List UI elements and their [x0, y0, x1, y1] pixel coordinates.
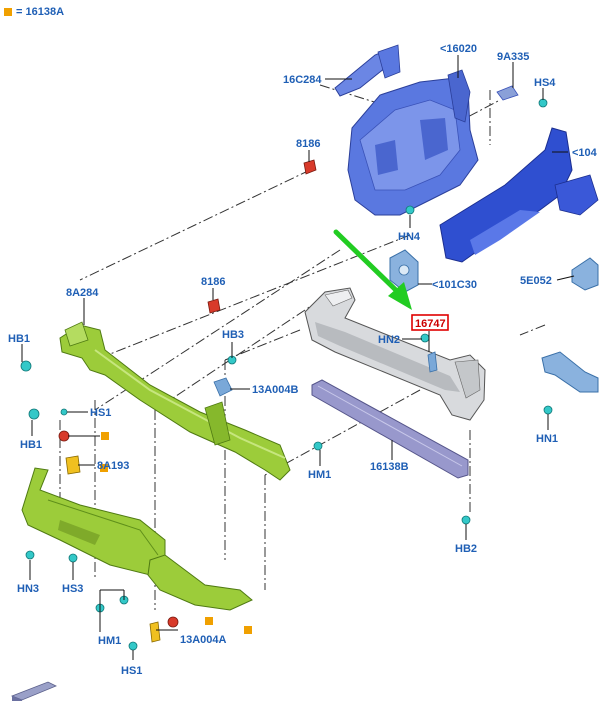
legend: = 16138A — [4, 6, 64, 18]
label-hn2[interactable]: HN2 — [378, 334, 400, 346]
orange-markers — [100, 432, 252, 634]
fastener-hn2[interactable] — [420, 333, 430, 343]
fastener-hn2-clip[interactable] — [427, 351, 438, 373]
orange-square-icon — [4, 8, 12, 16]
label-hn4[interactable]: HN4 — [398, 231, 421, 243]
fastener-hs3[interactable] — [68, 553, 78, 563]
label-hm1-lower[interactable]: HM1 — [98, 635, 121, 647]
fastener-hn1[interactable] — [543, 405, 553, 415]
label-8a193[interactable]: 8A193 — [97, 460, 129, 472]
part-labels: <16020 9A335 HS4 16C284 <104 8186 HN4 <1… — [8, 43, 598, 677]
fastener-13a004b[interactable] — [213, 377, 233, 397]
fastener-hb1-lower[interactable] — [28, 408, 40, 420]
label-13a004a[interactable]: 13A004A — [180, 634, 227, 646]
104-rail-part[interactable] — [439, 127, 599, 263]
label-hs1-lower[interactable]: HS1 — [121, 665, 142, 677]
5e052-bracket[interactable] — [571, 257, 599, 291]
green-arrow-icon — [333, 229, 412, 310]
fastener-hb1-upper[interactable] — [20, 360, 32, 372]
fastener-8186-lower[interactable] — [207, 298, 221, 314]
wheelhouse-panel[interactable] — [347, 77, 479, 216]
label-hn3[interactable]: HN3 — [17, 583, 39, 595]
orange-marker-4 — [244, 626, 252, 634]
leader-lines — [21, 55, 575, 660]
label-5e052[interactable]: 5E052 — [520, 275, 552, 287]
orange-marker-2 — [100, 464, 108, 472]
label-16747[interactable]: 16747 — [415, 318, 446, 330]
fastener-hn4[interactable] — [405, 205, 415, 215]
highlight-box — [411, 314, 449, 331]
fastener-red-clip[interactable] — [58, 430, 70, 442]
label-hm1-upper[interactable]: HM1 — [308, 469, 331, 481]
fastener-8a193-yellow[interactable] — [65, 455, 81, 475]
label-104[interactable]: <104 — [572, 147, 598, 159]
16020-upper-panel[interactable] — [447, 69, 471, 123]
label-hb2[interactable]: HB2 — [455, 543, 477, 555]
label-hn1[interactable]: HN1 — [536, 433, 558, 445]
lower-shield-8a193[interactable] — [21, 467, 253, 611]
orange-marker-1 — [101, 432, 109, 440]
label-13a004b[interactable]: 13A004B — [252, 384, 299, 396]
label-hs1-upper[interactable]: HS1 — [90, 407, 111, 419]
fastener-hs4[interactable] — [538, 98, 548, 108]
fastener-13a004a-yellow[interactable] — [149, 621, 161, 643]
label-8186-lower[interactable]: 8186 — [201, 276, 225, 288]
label-16c284[interactable]: 16C284 — [283, 74, 322, 86]
fastener-hn3[interactable] — [25, 550, 35, 560]
view-orientation-icon — [10, 681, 57, 701]
label-hb1-upper[interactable]: HB1 — [8, 333, 30, 345]
legend-text: = 16138A — [16, 6, 65, 18]
fastener-8186-upper[interactable] — [303, 159, 317, 175]
label-hs4[interactable]: HS4 — [534, 77, 556, 89]
reinforcement-16138b[interactable] — [311, 379, 469, 479]
fastener-hs1-lower[interactable] — [128, 641, 138, 651]
highlight-callout[interactable]: 16747 — [411, 314, 449, 331]
label-9a335[interactable]: 9A335 — [497, 51, 529, 63]
label-hs3[interactable]: HS3 — [62, 583, 83, 595]
101c30-bracket[interactable] — [389, 249, 419, 293]
label-101c30[interactable]: <101C30 — [432, 279, 477, 291]
label-16020[interactable]: <16020 — [440, 43, 477, 55]
bumper-beam-16747[interactable] — [304, 287, 486, 421]
fastener-13a004a-red[interactable] — [167, 616, 179, 628]
fastener-hm1-upper[interactable] — [313, 441, 323, 451]
fastener-hb2[interactable] — [461, 515, 471, 525]
fasteners — [20, 98, 553, 651]
fastener-hs1-upper[interactable] — [60, 408, 68, 416]
9a335-clip[interactable] — [496, 85, 519, 101]
label-8a284[interactable]: 8A284 — [66, 287, 99, 299]
label-hb1-lower[interactable]: HB1 — [20, 439, 42, 451]
label-8186-upper[interactable]: 8186 — [296, 138, 320, 150]
label-16138b[interactable]: 16138B — [370, 461, 409, 473]
orange-marker-3 — [205, 617, 213, 625]
label-hb3[interactable]: HB3 — [222, 329, 244, 341]
hn1-side-bracket[interactable] — [541, 351, 599, 393]
16c284-bracket[interactable] — [334, 44, 401, 97]
radiator-support-8a284[interactable] — [59, 321, 291, 481]
